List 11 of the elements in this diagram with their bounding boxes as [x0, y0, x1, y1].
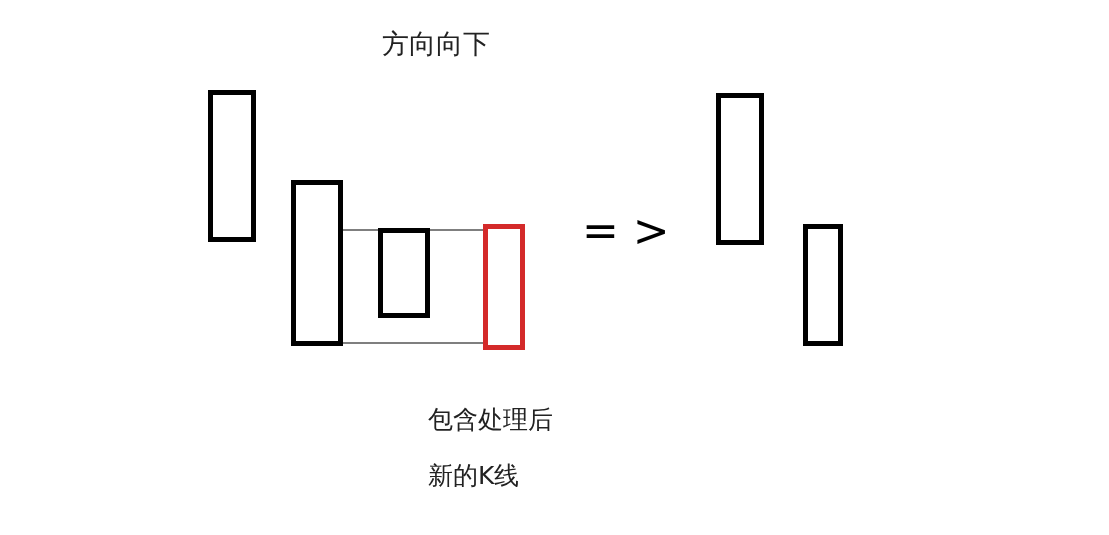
- candlestick-box: [208, 90, 256, 242]
- connector-line: [342, 342, 484, 344]
- connector-line: [342, 229, 484, 231]
- candlestick-box: [716, 93, 764, 245]
- candlestick-box: [483, 224, 525, 350]
- candlestick-box: [378, 228, 430, 318]
- title: 方向向下: [382, 27, 490, 61]
- implies-sign: = >: [582, 205, 670, 256]
- candlestick-box: [291, 180, 343, 346]
- candlestick-box: [803, 224, 843, 346]
- caption-text: 包含处理后新的K线: [428, 404, 554, 492]
